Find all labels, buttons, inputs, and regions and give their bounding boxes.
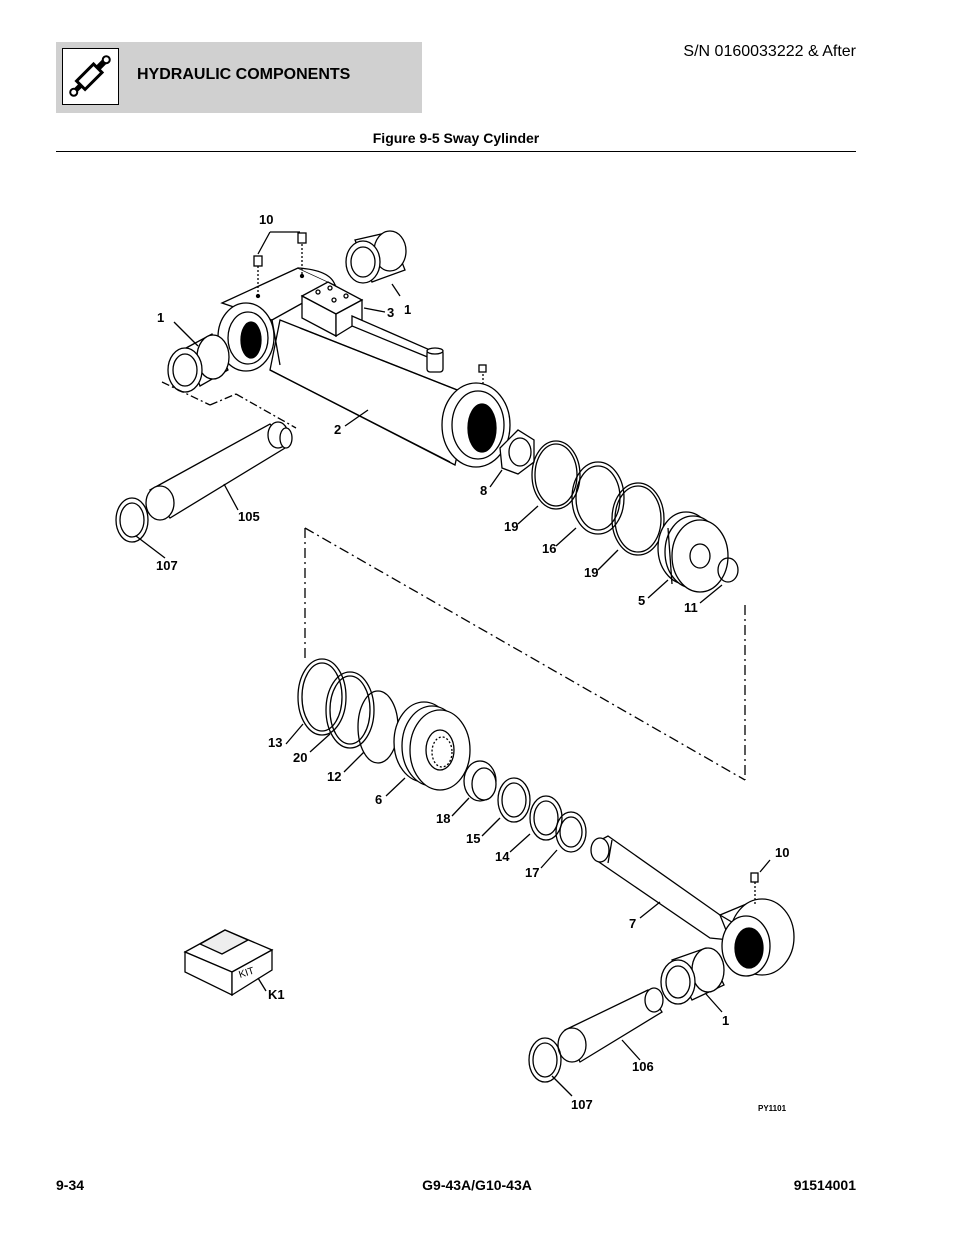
model-number: G9-43A/G10-43A [422,1177,532,1193]
callout-18: 18 [436,811,450,826]
seal-ring-20 [325,671,375,749]
callout-105: 105 [238,509,260,524]
retaining-ring-upper [115,497,149,543]
callout-10-upper: 10 [259,212,273,227]
rod-7 [590,835,732,941]
callout-8: 8 [480,483,487,498]
callout-19-lower: 19 [584,565,598,580]
piston-5 [657,511,729,593]
callout-15: 15 [466,831,480,846]
barrel-pivot-eye [217,267,337,372]
bushing-18 [463,760,497,802]
callout-7: 7 [629,916,636,931]
nut-8 [499,429,535,475]
grease-fitting-rod [750,872,759,905]
document-part-number: 91514001 [793,1177,856,1193]
callout-14: 14 [495,849,510,864]
callout-107-upper: 107 [156,558,178,573]
callout-107-lower: 107 [571,1097,593,1112]
section-title: HYDRAULIC COMPONENTS [137,66,351,83]
callout-1-upper-right: 1 [404,302,411,317]
bushing-upper-left [167,333,230,393]
retaining-ring-lower [528,1037,562,1083]
port-block [300,281,364,338]
plug-11 [717,557,739,583]
seal-ring-13 [297,658,347,736]
hydraulic-cylinder-icon [62,48,119,105]
cylinder-head-6 [393,701,471,791]
pin-105 [145,421,293,521]
seal-14 [529,795,563,841]
serial-number-note: S/N 0160033222 & After [683,43,856,60]
callout-20: 20 [293,750,307,765]
callout-13: 13 [268,735,282,750]
seal-15 [497,777,531,823]
kit-box-label: KIT [238,966,256,981]
callout-2: 2 [334,422,341,437]
callout-10-lower: 10 [775,845,789,860]
callout-k1: K1 [268,987,285,1002]
transfer-tube [351,315,444,373]
callout-106: 106 [632,1059,654,1074]
pin-106 [557,987,664,1063]
callout-3: 3 [387,305,394,320]
callout-17: 17 [525,865,539,880]
bushing-upper-right [345,230,407,284]
callout-1-lower: 1 [722,1013,729,1028]
seal-ring-19-lower [611,482,665,556]
callout-19-upper: 19 [504,519,518,534]
callout-5: 5 [638,593,645,608]
seal-ring-19-upper [531,440,581,510]
cylinder-barrel [269,319,511,468]
grease-fitting-top [253,232,487,385]
page-number: 9-34 [56,1177,85,1193]
callout-6: 6 [375,792,382,807]
callout-16: 16 [542,541,556,556]
rod-eye [718,898,795,977]
kit-box [183,929,274,997]
callout-12: 12 [327,769,341,784]
header-rule [56,151,856,152]
bushing-lower [660,947,725,1005]
figure-title: Figure 9-5 Sway Cylinder [372,130,540,146]
figure-reference: PY1101 [758,1104,787,1113]
callout-11: 11 [684,600,698,615]
callout-1-upper-left: 1 [157,310,164,325]
wiper-17 [555,811,587,853]
